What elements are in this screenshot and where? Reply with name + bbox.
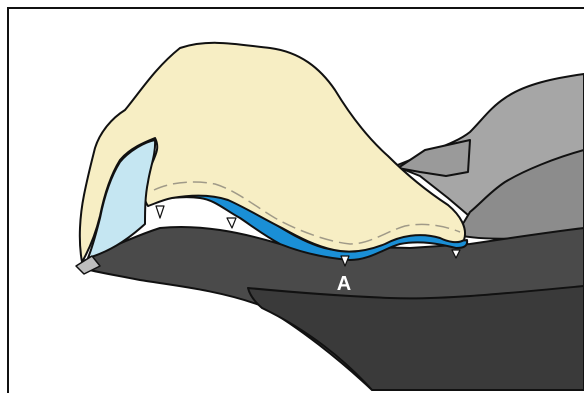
clip-1 — [156, 206, 164, 218]
callout-label: A — [337, 273, 351, 295]
dark-lower-band — [248, 286, 584, 390]
clip-2 — [227, 218, 236, 228]
gray-tab — [398, 140, 470, 176]
